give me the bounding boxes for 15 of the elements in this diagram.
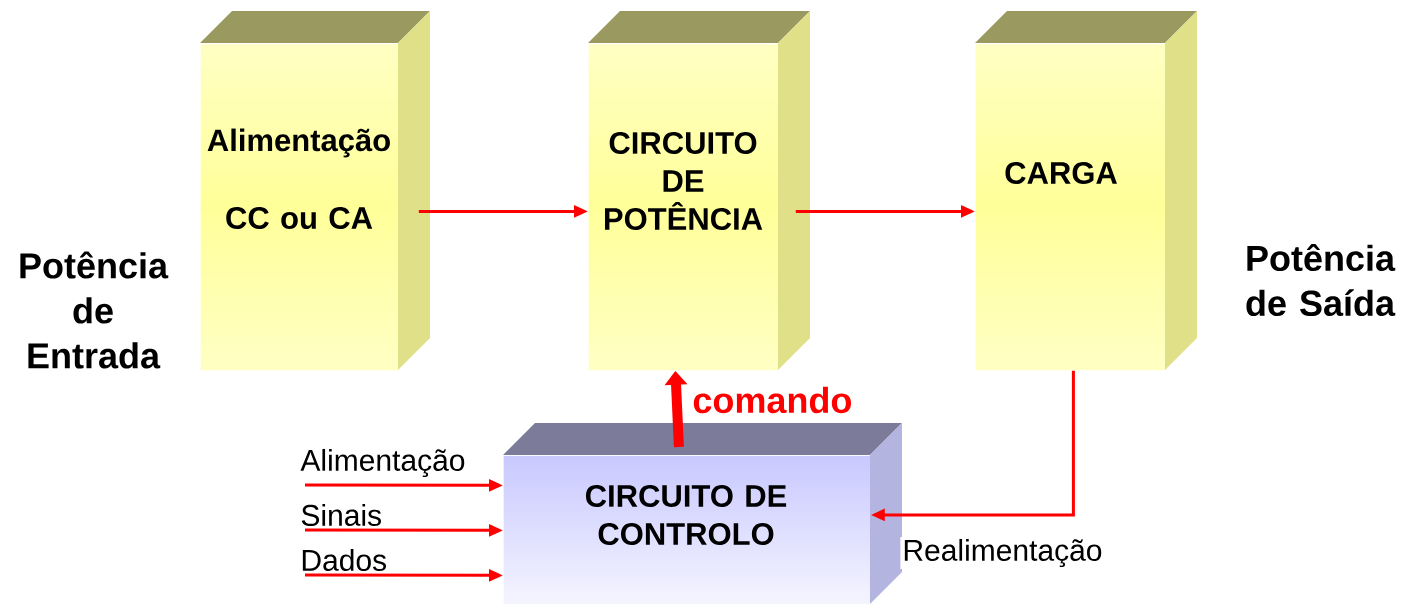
block-3d: CARGA bbox=[975, 11, 1197, 370]
node-label: CARGA bbox=[1005, 162, 1117, 184]
edge-label: comando bbox=[690, 384, 855, 416]
edge-label: Alimentação bbox=[298, 446, 468, 480]
edge-label: Realimentação bbox=[900, 536, 1105, 570]
side-label: Potência de Saída bbox=[1246, 243, 1396, 317]
block-3d: CIRCUITO DE CONTROLO bbox=[503, 423, 902, 604]
block-3d: CIRCUITO DE POTÊNCIA bbox=[588, 11, 810, 370]
edge-label: Sinais bbox=[298, 502, 385, 528]
block-3d: Alimentação CC ou CA bbox=[200, 11, 430, 370]
node-label: CIRCUITO DE CONTROLO bbox=[585, 485, 787, 545]
node-label: Alimentação bbox=[207, 128, 390, 158]
node-label: CC ou CA bbox=[226, 207, 373, 229]
node-label: CIRCUITO DE POTÊNCIA bbox=[604, 132, 763, 230]
edge-label: Dados bbox=[298, 546, 390, 573]
